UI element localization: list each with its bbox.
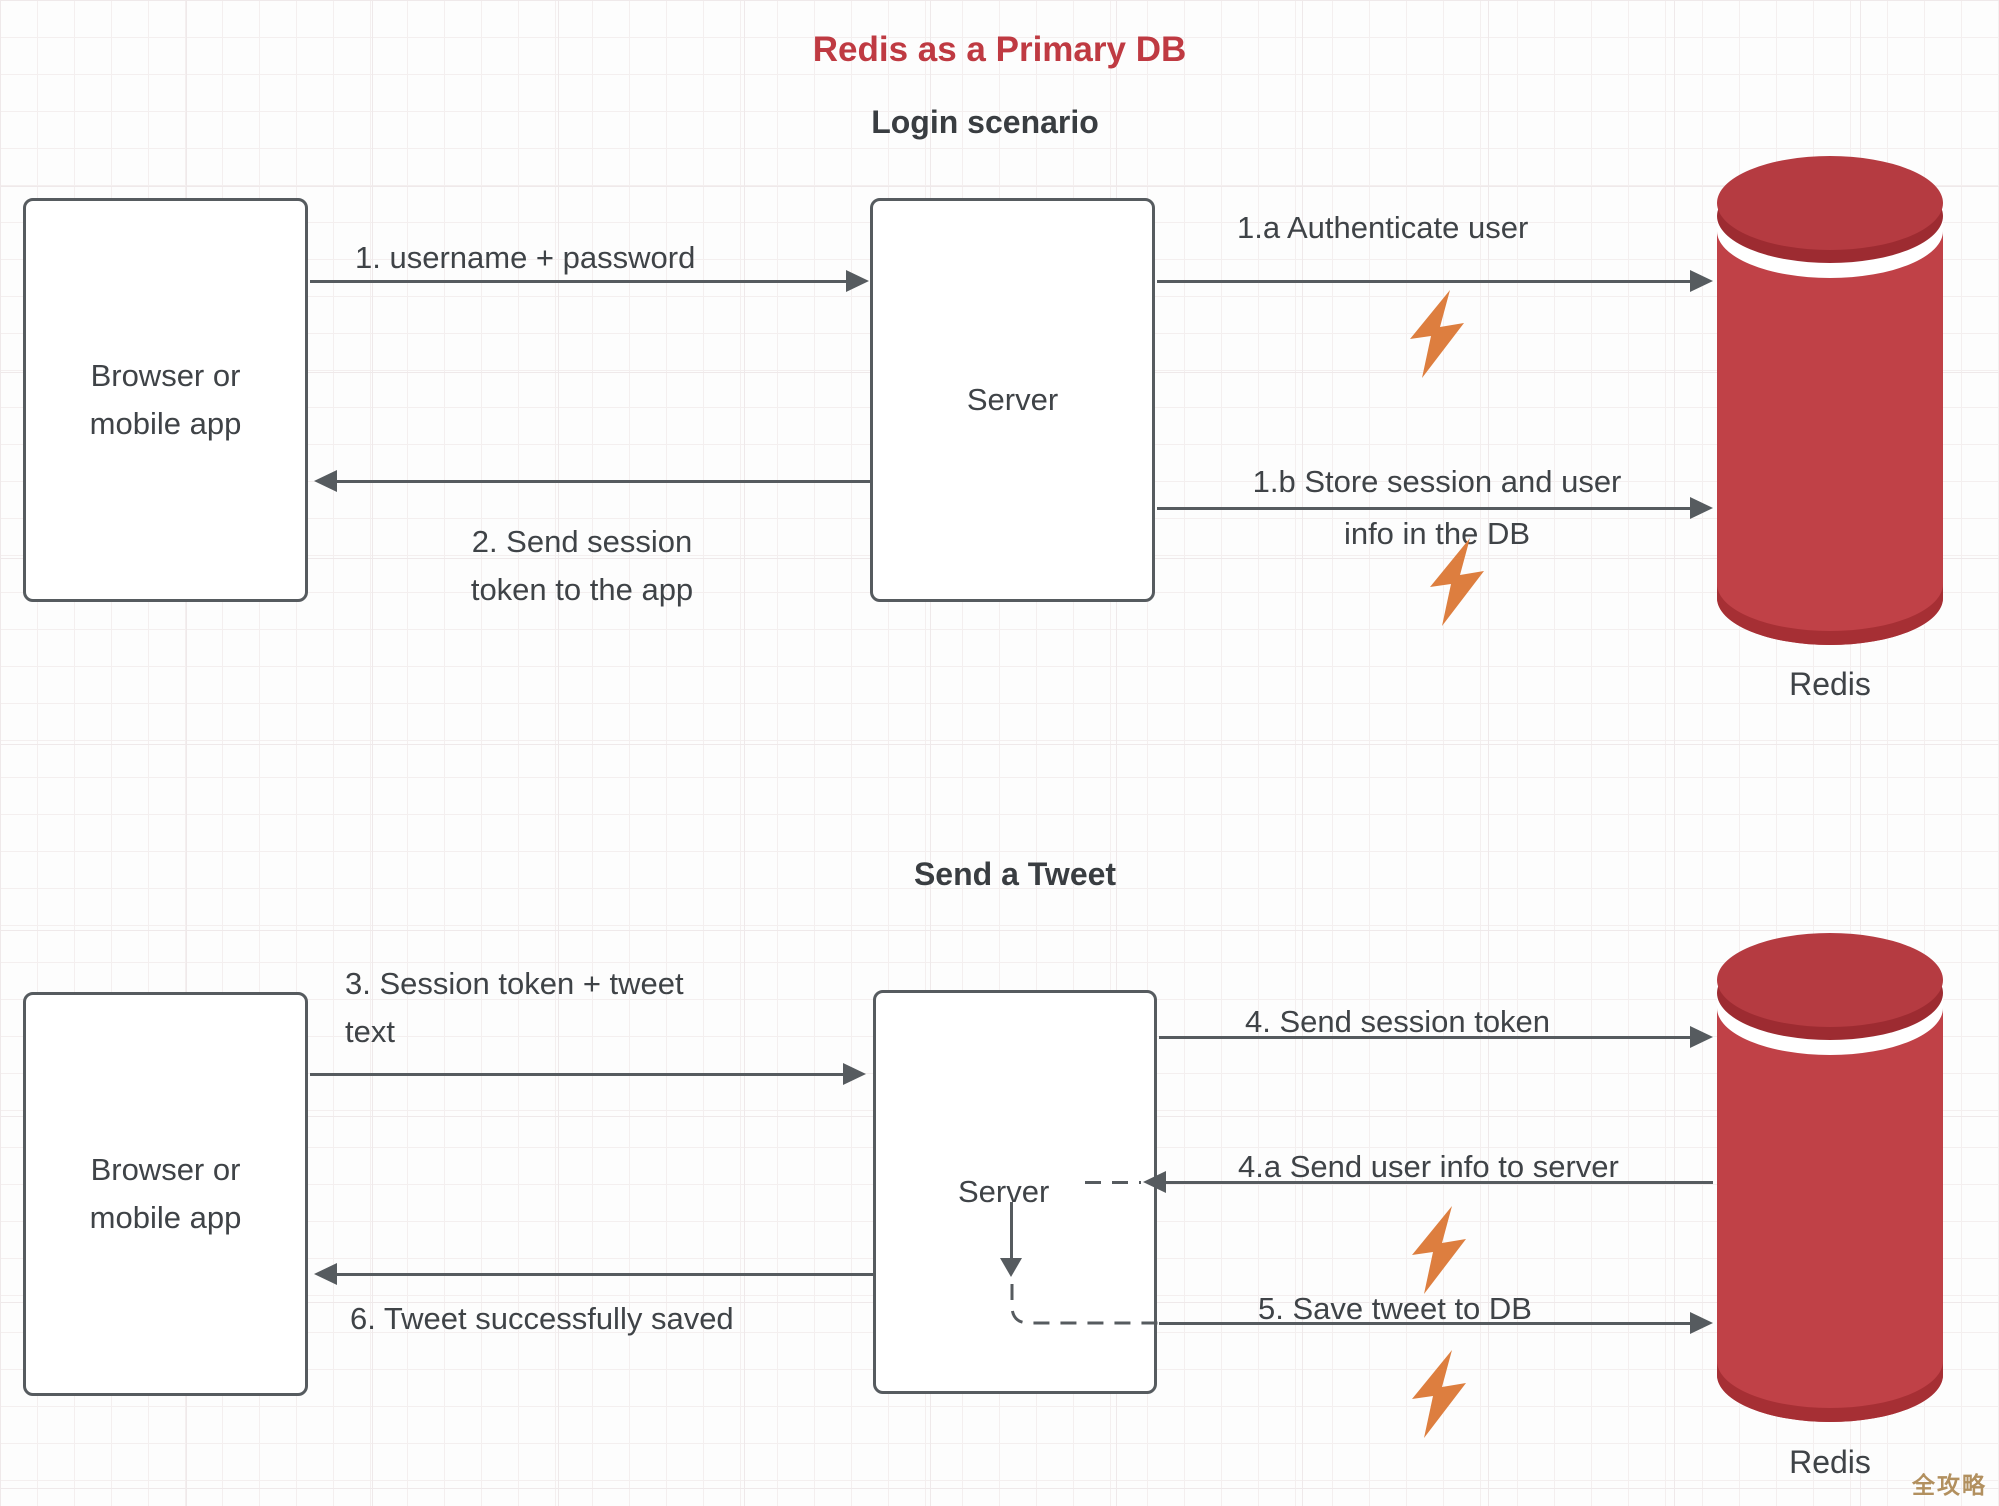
arrow4a-dash-line	[1085, 1181, 1141, 1184]
tweet-browser-box: Browser or mobile app	[23, 992, 308, 1396]
tweet-server-label: Server	[958, 1174, 1050, 1209]
login-redis-label: Redis	[1789, 666, 1871, 702]
page-title: Redis as a Primary DB	[812, 30, 1187, 69]
arrow3-line	[310, 1073, 844, 1076]
arrow1b-label: 1.b Store session and user info in the D…	[1252, 464, 1622, 551]
arrow4-head-icon	[1690, 1026, 1713, 1048]
server-internal-arrow-head-icon	[1000, 1258, 1022, 1277]
tweet-redis-cylinder-icon	[1717, 930, 1943, 1440]
arrow1-line	[310, 280, 847, 283]
arrow1a-label: 1.a Authenticate user	[1237, 210, 1529, 245]
arrow2-label: 2. Send session token to the app	[470, 524, 694, 607]
arrow6-label: 6. Tweet successfully saved	[350, 1301, 734, 1336]
arrow3-head-icon	[843, 1063, 866, 1085]
login-server-label: Server	[966, 382, 1059, 417]
arrow1a-head-icon	[1690, 270, 1713, 292]
login-redis-cylinder-icon	[1717, 153, 1943, 663]
arrow2-line	[336, 480, 870, 483]
arrow1b-head-icon	[1690, 497, 1713, 519]
watermark: 全攻略	[1912, 1472, 1987, 1498]
tweet-redis-label: Redis	[1789, 1444, 1871, 1480]
login-scenario-heading: Login scenario	[871, 104, 1099, 140]
arrow6-head-icon	[314, 1263, 337, 1285]
arrow4-label: 4. Send session token	[1245, 1004, 1551, 1039]
arrow1-label: 1. username + password	[355, 240, 696, 275]
arrow5-head-icon	[1690, 1312, 1713, 1334]
login-browser-box: Browser or mobile app	[23, 198, 308, 602]
arrow3-label: 3. Session token + tweet text	[345, 966, 684, 1049]
lightning-bolt-icon	[1408, 1206, 1470, 1299]
lightning-bolt-icon	[1426, 538, 1488, 631]
login-server-box: Server	[870, 198, 1155, 602]
arrow4a-label: 4.a Send user info to server	[1238, 1149, 1619, 1184]
arrow5-label: 5. Save tweet to DB	[1258, 1291, 1532, 1326]
arrow1-head-icon	[846, 270, 869, 292]
lightning-bolt-icon	[1408, 1350, 1470, 1443]
arrow4-line	[1159, 1036, 1691, 1039]
send-a-tweet-heading: Send a Tweet	[913, 856, 1117, 892]
arrow5-line	[1159, 1322, 1691, 1325]
arrow6-line	[336, 1273, 873, 1276]
server-internal-arrow-line	[1010, 1202, 1013, 1260]
arrow1b-line	[1157, 507, 1691, 510]
server-internal-dashed-elbow	[998, 1280, 1168, 1335]
arrow4a-head-icon	[1143, 1171, 1166, 1193]
tweet-browser-label: Browser or mobile app	[89, 1152, 242, 1235]
arrow2-head-icon	[314, 470, 337, 492]
login-browser-label: Browser or mobile app	[89, 358, 242, 441]
arrow4a-line	[1166, 1181, 1713, 1184]
arrow1a-line	[1157, 280, 1691, 283]
lightning-bolt-icon	[1406, 290, 1468, 383]
